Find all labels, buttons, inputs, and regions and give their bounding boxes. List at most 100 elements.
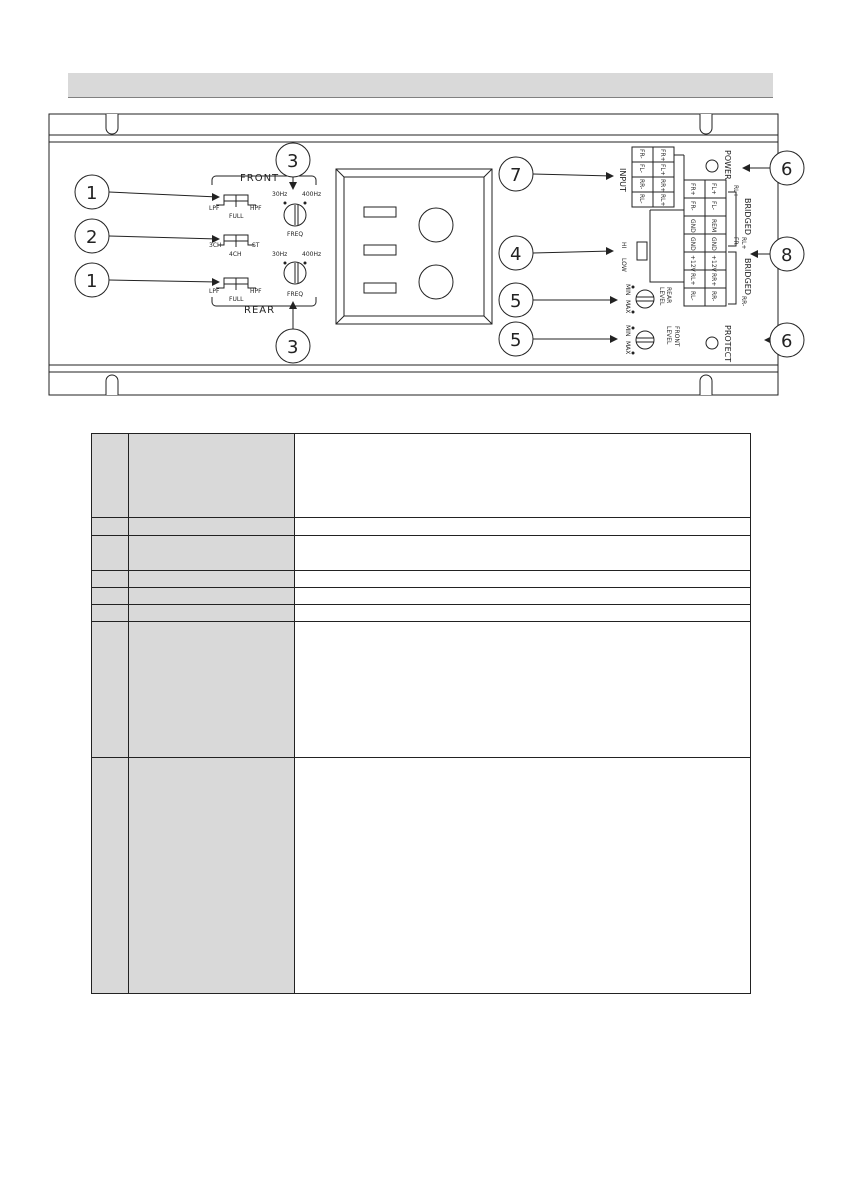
front-freq-low-label: 30Hz [272, 191, 287, 198]
bridged-bracket-1 [728, 191, 737, 247]
input-bottom-2: FL+ [659, 164, 666, 176]
table-row [91, 433, 751, 518]
rear-freq-high-label: 400Hz [302, 251, 321, 258]
front-crossover-switch[interactable] [216, 194, 256, 207]
gain-switch[interactable] [636, 241, 648, 261]
terminal-r2-6: RL+ [689, 273, 696, 286]
terminal-r1-1: FL+ [710, 183, 717, 195]
front-freq-high-label: 400Hz [302, 191, 321, 198]
input-label: INPUT [618, 168, 627, 192]
front-freq-knob[interactable] [283, 203, 307, 227]
callout-3-rear-freq: 3 [275, 301, 311, 364]
front-lpf-label: LPF [209, 205, 220, 212]
mount-notch-top-right [699, 114, 713, 135]
terminal-r1-3: REM [710, 219, 717, 232]
front-level-label-1: FRONT [673, 326, 680, 347]
table-row [91, 517, 751, 536]
terminal-r2-1: FR+ [689, 183, 696, 196]
svg-text:3: 3 [287, 151, 298, 172]
callout-7-input: 7 [498, 156, 614, 192]
callout-8-bridged: 8 [750, 236, 805, 272]
power-speaker-terminal-block[interactable] [683, 179, 727, 307]
callout-6-power: 6 [742, 150, 805, 186]
front-level-min: MIN [624, 325, 631, 336]
header-bar [68, 73, 773, 98]
callout-5-front-level: 5 [498, 321, 618, 357]
rear-full-label: FULL [229, 296, 244, 303]
svg-text:4: 4 [510, 244, 521, 265]
front-level-max: MAX [624, 341, 631, 354]
mode-3ch-label: 3CH [209, 242, 222, 249]
front-level-knob[interactable] [635, 330, 655, 350]
bridged-bracket-2 [728, 251, 737, 305]
front-section-label: FRONT [240, 173, 279, 184]
svg-text:6: 6 [781, 331, 792, 352]
front-hpf-label: HPF [250, 205, 262, 212]
rear-section-label: REAR [244, 305, 275, 316]
callout-6-protect: 6 [764, 322, 805, 358]
input-top-2: FL- [638, 164, 645, 173]
feature-table [91, 433, 751, 994]
terminal-r2-2: FR- [689, 201, 696, 211]
rear-level-max: MAX [624, 300, 631, 313]
callout-3-front-freq: 3 [275, 142, 311, 190]
protect-led-label: PROTECT [723, 325, 732, 362]
rear-hpf-label: HPF [250, 288, 262, 295]
mount-notch-bottom-right [699, 374, 713, 395]
input-bottom-1: FR+ [659, 149, 666, 162]
svg-text:8: 8 [781, 245, 792, 266]
input-top-1: FR- [638, 149, 645, 159]
bridged-1-pos: RL+ [732, 185, 739, 198]
svg-text:7: 7 [510, 165, 521, 186]
rear-freq-low-label: 30Hz [272, 251, 287, 258]
terminal-r1-2: FL- [710, 201, 717, 210]
rear-level-label-1: REAR [665, 287, 672, 303]
gain-hi-label: HI [620, 242, 627, 249]
table-row [91, 621, 751, 758]
svg-text:3: 3 [287, 337, 298, 358]
table-row [91, 587, 751, 605]
power-led-label: POWER [723, 150, 732, 180]
mode-4ch-label: 4CH [229, 251, 242, 258]
table-row [91, 570, 751, 588]
callout-2-mode: 2 [74, 218, 220, 254]
mount-notch-bottom-left [105, 374, 119, 395]
rear-freq-knob[interactable] [283, 261, 307, 285]
rear-lpf-label: LPF [209, 288, 220, 295]
mode-st-label: ST [252, 242, 260, 249]
rear-freq-label: FREQ [287, 291, 303, 298]
rear-level-label-2: LEVEL [658, 287, 665, 306]
input-top-4: RL- [638, 194, 645, 204]
bridged-label-1: BRIDGED [743, 198, 752, 235]
front-full-label: FULL [229, 213, 244, 220]
svg-text:1: 1 [86, 271, 97, 292]
svg-text:1: 1 [86, 183, 97, 204]
gain-low-label: LOW [620, 258, 627, 272]
front-level-label-2: LEVEL [665, 326, 672, 345]
terminal-r1-6: RR+ [710, 273, 717, 286]
terminal-r2-7: RL- [689, 291, 696, 301]
terminal-r1-5: +12V [710, 255, 717, 273]
table-row [91, 604, 751, 622]
front-bracket [211, 175, 317, 185]
callout-5-rear-level: 5 [498, 282, 618, 318]
terminal-r2-3: GND [689, 219, 696, 233]
terminal-r2-4: GND [689, 237, 696, 251]
channel-mode-switch[interactable] [218, 234, 254, 247]
rear-bracket [211, 297, 317, 307]
rear-level-min: MIN [624, 284, 631, 295]
mount-notch-top-left [105, 114, 119, 135]
callout-1-rear-crossover: 1 [74, 262, 220, 298]
table-row [91, 757, 751, 994]
bridged-label-2: BRIDGED [743, 258, 752, 295]
rear-crossover-switch[interactable] [216, 277, 256, 290]
protect-led [705, 336, 719, 350]
input-top-3: RR- [638, 179, 645, 189]
callout-4-gain: 4 [498, 235, 614, 271]
bridged-1-neg: FR- [732, 237, 739, 247]
heatsink-block [335, 168, 493, 325]
rear-level-knob[interactable] [635, 289, 655, 309]
svg-text:5: 5 [510, 291, 521, 312]
terminal-r2-5: +12V [689, 255, 696, 273]
input-connector[interactable] [631, 146, 685, 208]
